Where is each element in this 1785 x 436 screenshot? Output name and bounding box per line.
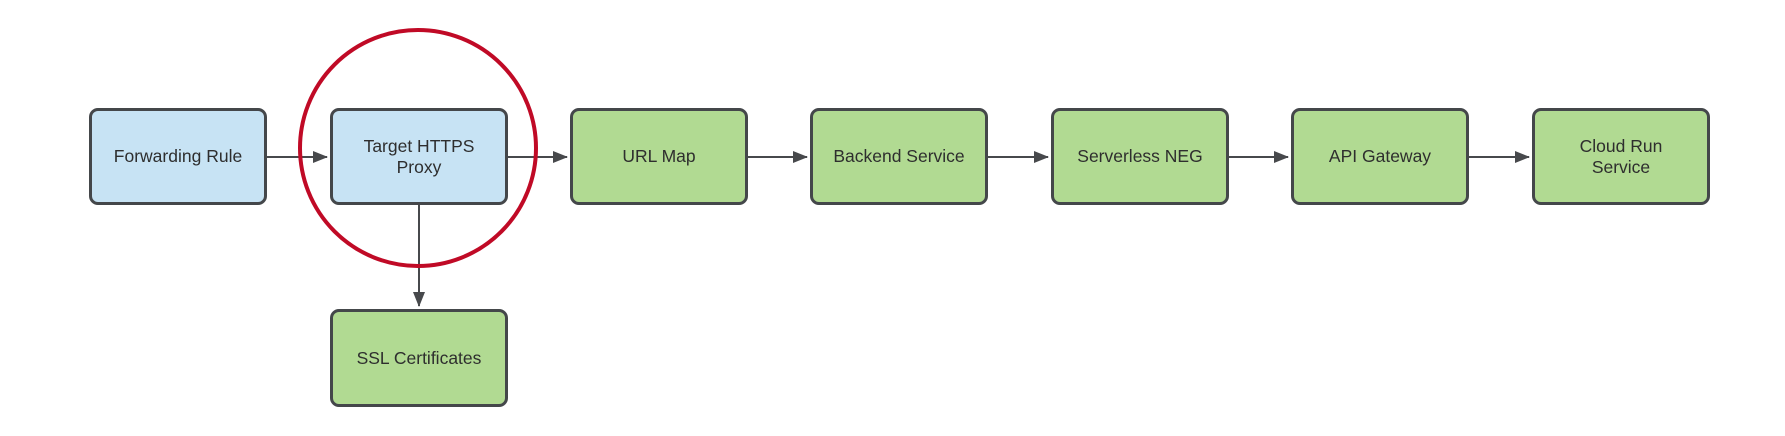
node-api-gateway-label: API Gateway (1328, 146, 1432, 166)
node-backend-service: Backend Service (810, 108, 988, 205)
node-api-gateway: API Gateway (1291, 108, 1469, 205)
node-forwarding-rule: Forwarding Rule (89, 108, 267, 205)
node-ssl-certificates-label: SSL Certificates (356, 347, 482, 368)
node-url-map: URL Map (570, 108, 748, 205)
node-target-https-proxy-label: Target HTTPS Proxy (363, 135, 475, 177)
node-serverless-neg: Serverless NEG (1051, 108, 1229, 205)
node-url-map-label: URL Map (622, 146, 696, 166)
node-cloud-run-service: Cloud Run Service (1532, 108, 1710, 205)
node-ssl-certificates: SSL Certificates (330, 309, 508, 407)
node-target-https-proxy: Target HTTPS Proxy (330, 108, 508, 205)
node-serverless-neg-label: Serverless NEG (1077, 146, 1203, 166)
node-cloud-run-service-label: Cloud Run Service (1579, 135, 1663, 177)
node-backend-service-label: Backend Service (833, 146, 965, 166)
node-forwarding-rule-label: Forwarding Rule (113, 146, 243, 166)
